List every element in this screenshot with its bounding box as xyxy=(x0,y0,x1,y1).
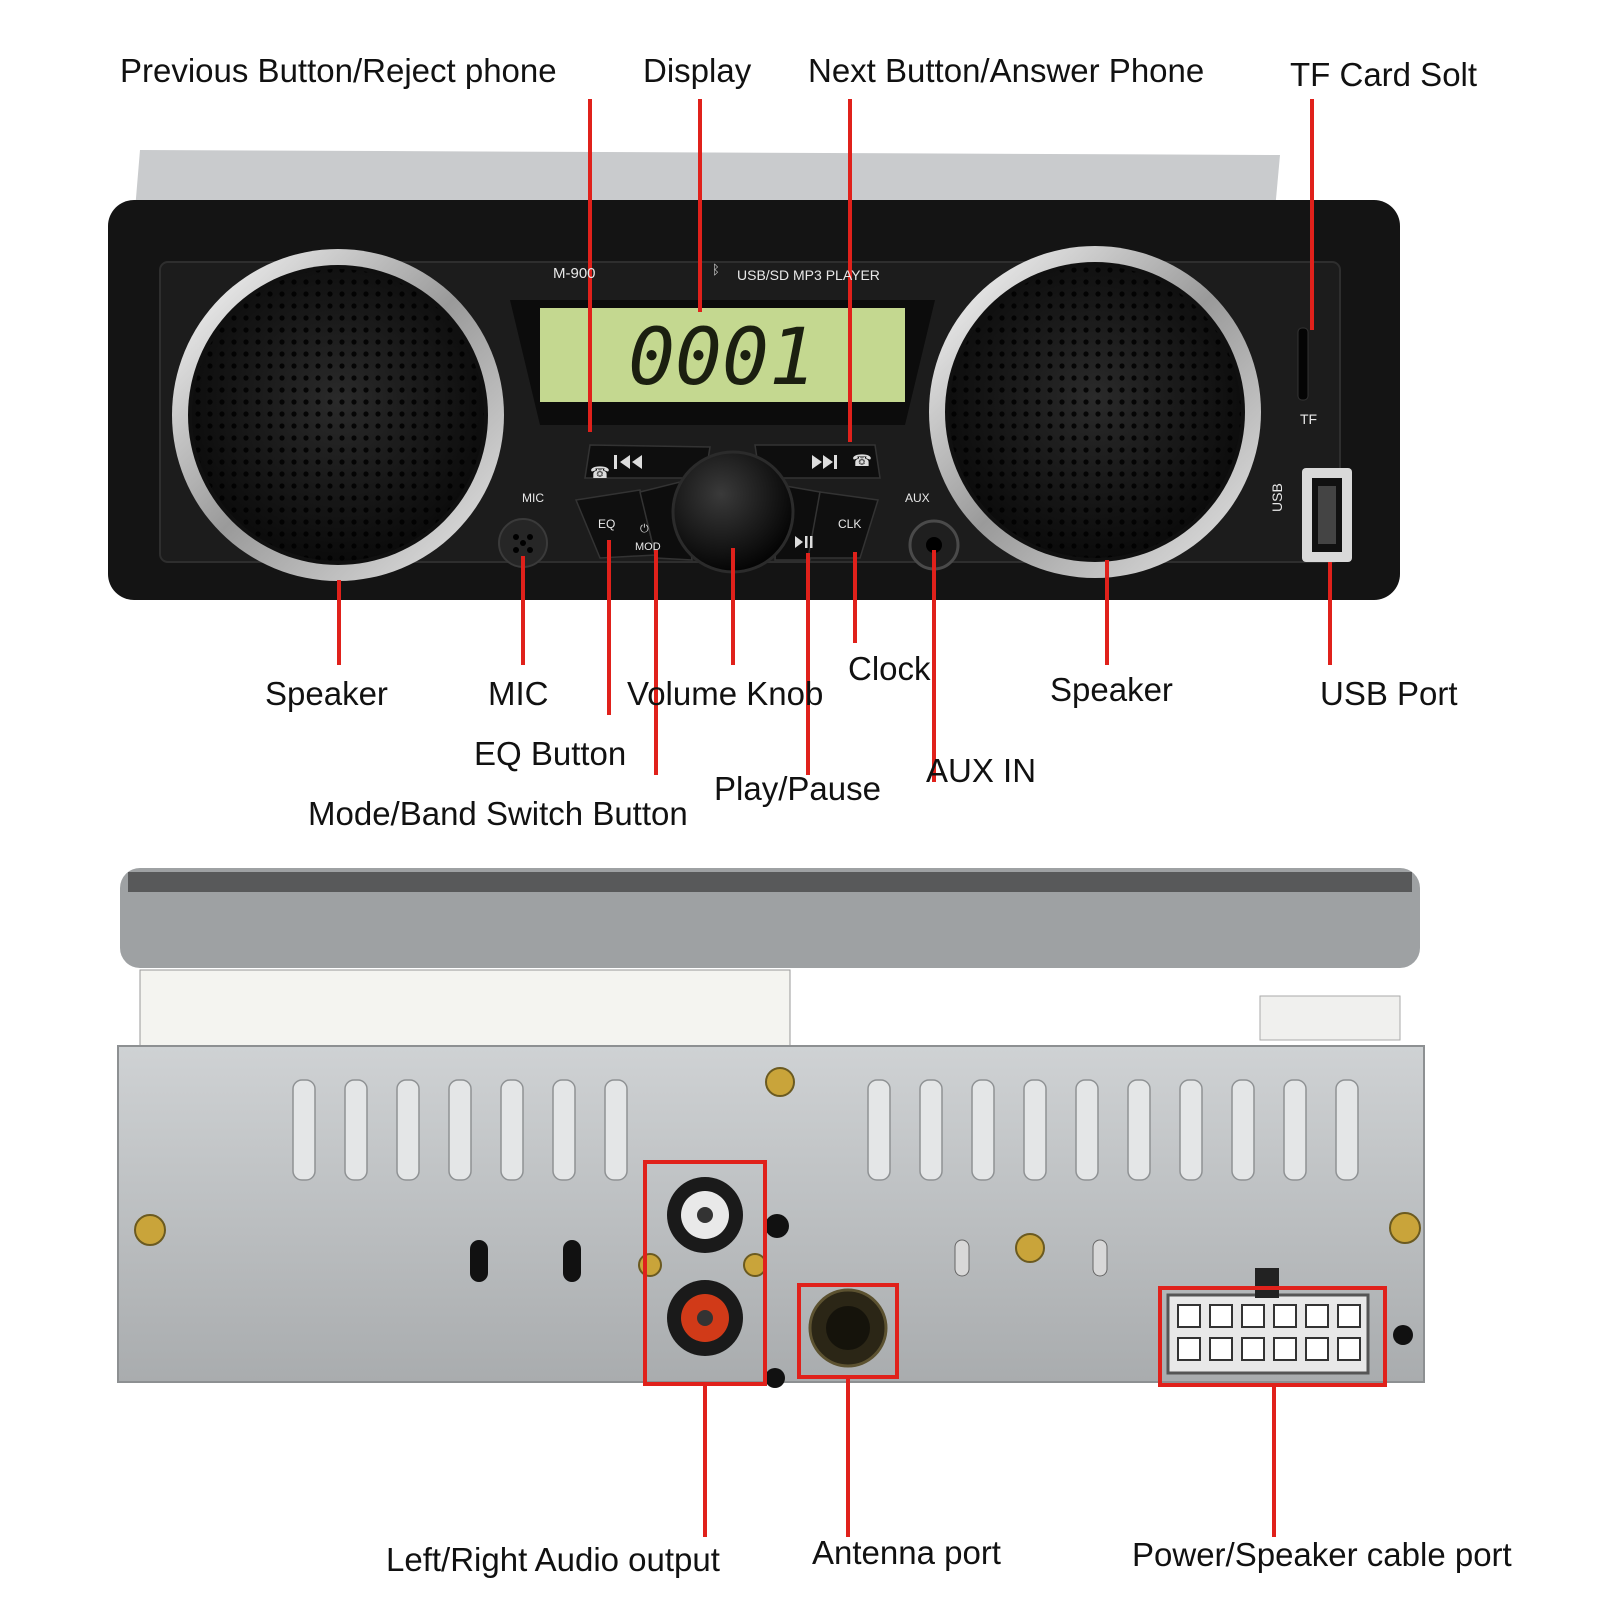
label-mic: MIC xyxy=(488,675,549,712)
callout-lines xyxy=(337,99,1387,1537)
prev-icon xyxy=(620,455,630,469)
clk-text: CLK xyxy=(838,517,862,531)
label-previous: Previous Button/Reject phone xyxy=(120,52,557,89)
label-volume: Volume Knob xyxy=(627,675,824,712)
eq-text: EQ xyxy=(598,517,616,531)
label-clock: Clock xyxy=(848,650,931,687)
label-power-port: Power/Speaker cable port xyxy=(1132,1536,1512,1573)
brand-text: USB/SD MP3 PLAYER xyxy=(737,267,880,283)
bluetooth-icon: ᛒ xyxy=(712,263,720,278)
label-speaker-right: Speaker xyxy=(1050,671,1173,708)
aux-text: AUX xyxy=(905,491,930,505)
label-aux-in: AUX IN xyxy=(926,752,1037,789)
screws xyxy=(134,1067,1421,1277)
play-pause-icon xyxy=(795,536,803,548)
usb-text: USB xyxy=(1269,483,1285,512)
top-chassis xyxy=(135,150,1280,210)
mod-text: MOD xyxy=(635,541,661,553)
label-eq: EQ Button xyxy=(474,735,627,772)
mount-holes xyxy=(470,1214,1413,1388)
label-antenna: Antenna port xyxy=(812,1534,1001,1571)
label-mode: Mode/Band Switch Button xyxy=(308,795,688,832)
back-unit xyxy=(117,868,1425,1388)
label-audio-output: Left/Right Audio output xyxy=(386,1541,720,1578)
power-connector xyxy=(1166,1293,1370,1375)
tf-slot xyxy=(1297,327,1309,401)
rca-jack-red xyxy=(667,1280,743,1356)
rca-jack-white xyxy=(667,1177,743,1253)
rear-sticker-small xyxy=(1259,995,1401,1041)
rear-top-chassis xyxy=(120,868,1420,968)
model-text: M-900 xyxy=(553,265,596,282)
answer-phone-icon: ☎ xyxy=(852,451,872,470)
next-icon xyxy=(812,455,822,469)
tf-text: TF xyxy=(1300,411,1318,427)
lcd-screen xyxy=(540,308,905,402)
left-speaker xyxy=(172,249,504,581)
rear-sticker xyxy=(139,969,791,1049)
label-next: Next Button/Answer Phone xyxy=(808,52,1205,89)
label-play-pause: Play/Pause xyxy=(714,770,881,807)
right-speaker xyxy=(929,246,1261,578)
reject-phone-icon: ☎ xyxy=(590,463,610,482)
front-unit: ☎ ☎ ᛒ ⏻ xyxy=(108,150,1400,600)
power-icon: ⏻ xyxy=(640,522,649,535)
lcd-digits: 0001 xyxy=(628,313,816,403)
label-usb-port: USB Port xyxy=(1320,675,1458,712)
label-speaker-left: Speaker xyxy=(265,675,388,712)
label-tf-slot: TF Card Solt xyxy=(1290,56,1478,93)
mic-text: MIC xyxy=(522,491,544,505)
vent-slots xyxy=(292,1079,1359,1181)
label-display: Display xyxy=(643,52,752,89)
